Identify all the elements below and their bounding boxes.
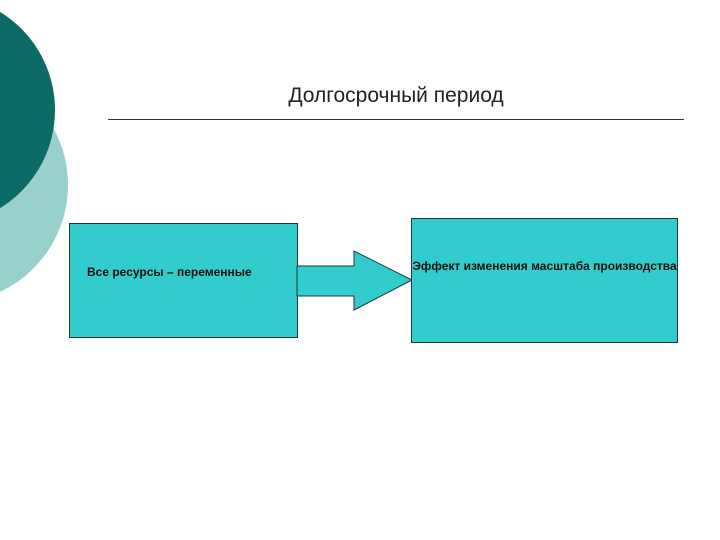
slide-title: Долгосрочный период: [288, 84, 504, 107]
scale-effect-label: Эффект изменения масштаба производства: [412, 259, 677, 273]
all-resources-variable-box: Все ресурсы – переменные: [69, 223, 298, 338]
flow-arrow: [296, 250, 414, 311]
decor-dark-circle: [0, 11, 55, 209]
title-underline: [108, 119, 684, 120]
all-resources-variable-label: Все ресурсы – переменные: [87, 265, 252, 279]
flow-arrow-shape: [296, 250, 414, 311]
scale-effect-box: Эффект изменения масштаба производства: [411, 218, 678, 343]
decorative-circles: [0, 11, 68, 292]
